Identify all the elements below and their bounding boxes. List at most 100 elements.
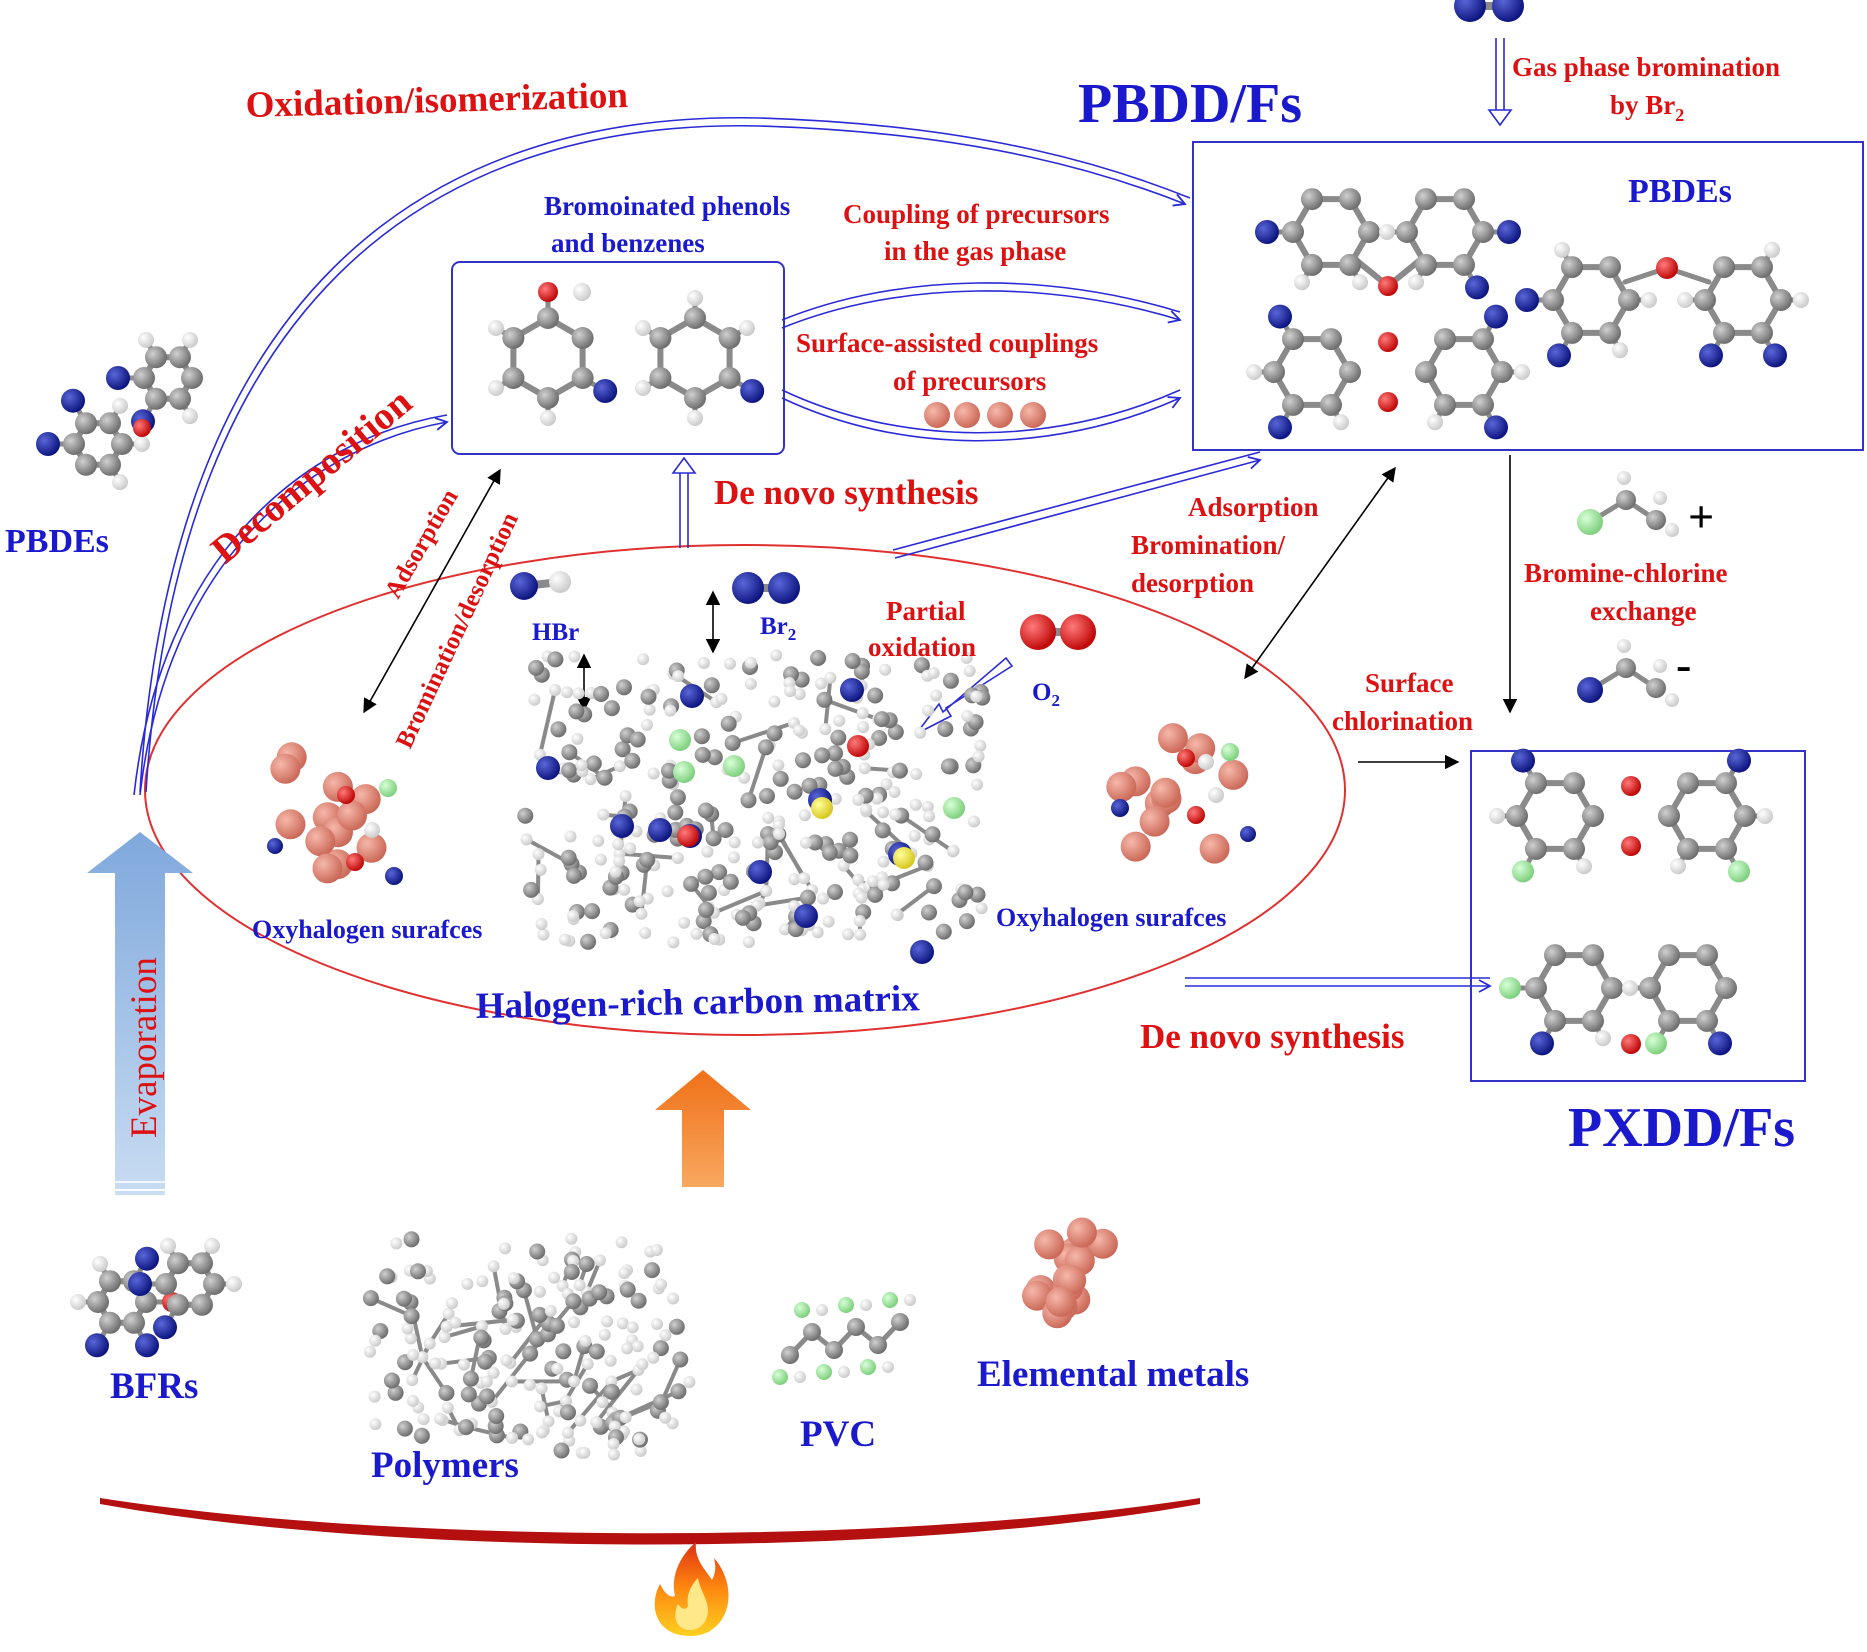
oxidation-isomerization-label: Oxidation/isomerization (245, 75, 629, 126)
atom-o (1378, 332, 1398, 352)
surface-chlorination-label-1: Surface (1365, 668, 1453, 698)
atom-c (698, 902, 714, 918)
atom-c (718, 822, 734, 838)
atom-h (402, 1323, 414, 1335)
atom-h (745, 678, 757, 690)
atom-h (644, 704, 656, 716)
atom-h (573, 283, 591, 301)
atom-c (458, 1419, 474, 1435)
pbdes-box-label: PBDEs (1628, 173, 1732, 210)
atom-m (1034, 1229, 1064, 1259)
atom-c (1646, 510, 1666, 530)
atom-c (99, 1270, 121, 1292)
atom-h (1489, 808, 1505, 824)
atom-br (135, 1333, 159, 1357)
atom-c (719, 327, 741, 349)
atom-h (687, 410, 703, 426)
atom-h (613, 855, 625, 867)
atom-c (1582, 1010, 1604, 1032)
atom-h (592, 835, 604, 847)
atom-h (964, 665, 976, 677)
atom-h (549, 571, 571, 593)
atom-o (1177, 749, 1195, 767)
atom-m (924, 402, 950, 428)
atom-h (877, 806, 889, 818)
atom-h (599, 1329, 611, 1341)
atom-h (833, 715, 845, 727)
atom-h (534, 1286, 546, 1298)
atom-h (70, 1294, 86, 1310)
atom-h (545, 1305, 557, 1317)
atom-o (1020, 614, 1056, 650)
atom-h (578, 1447, 590, 1459)
atom-h (842, 928, 854, 940)
atom-o (1378, 276, 1398, 296)
atom-h (1246, 364, 1262, 380)
atom-h (508, 1272, 520, 1284)
atom-h (910, 768, 922, 780)
atom-h (856, 892, 868, 904)
atom-h (948, 845, 960, 857)
atom-m (1150, 778, 1180, 808)
de-novo-up-arrow-head (673, 458, 695, 473)
atom-o (346, 853, 364, 871)
atom-h (974, 740, 986, 752)
atom-h (1764, 242, 1780, 258)
gas-bromination-label-1: Gas phase bromination (1512, 52, 1780, 82)
atom-c (695, 747, 711, 763)
atom-h (595, 854, 607, 866)
atom-h (524, 1379, 536, 1391)
atom-h (1665, 693, 1679, 707)
atom-h (576, 759, 588, 771)
atom-h (540, 410, 556, 426)
atom-br (1515, 288, 1539, 312)
atom-c (874, 711, 890, 727)
atom-h (1554, 242, 1570, 258)
atom-c (591, 1284, 607, 1300)
atom-c (1320, 394, 1342, 416)
atom-h (434, 1413, 446, 1425)
atom-c (1599, 322, 1621, 344)
atom-c (488, 1408, 504, 1424)
atom-br (106, 366, 130, 390)
atom-br (1268, 415, 1292, 439)
atom-h (647, 1352, 659, 1364)
atom-h (568, 651, 580, 663)
atom-h (608, 1449, 620, 1461)
atom-c (719, 367, 741, 389)
atom-h (1641, 292, 1657, 308)
plus-sign: + (1688, 491, 1714, 542)
atom-h (536, 918, 548, 930)
atom-h (798, 872, 810, 884)
atom-h (536, 1427, 548, 1439)
atom-h (1333, 414, 1349, 430)
atom-h (973, 750, 985, 762)
de-novo-bottom-label: De novo synthesis (1140, 1017, 1404, 1056)
atom-c (1713, 322, 1735, 344)
atom-h (1617, 471, 1631, 485)
atom-cl (882, 1292, 898, 1308)
atom-br (1511, 749, 1535, 773)
atom-h (506, 1432, 518, 1444)
atom-c (827, 884, 843, 900)
atom-c (867, 688, 883, 704)
atom-h (548, 1272, 560, 1284)
atom-h (854, 929, 866, 941)
atom-cl (838, 1297, 854, 1313)
atom-br (593, 379, 617, 403)
atom-c (891, 1313, 909, 1331)
atom-c (1453, 188, 1475, 210)
atom-c (616, 679, 632, 695)
evaporation-label: Evaporation (124, 957, 165, 1138)
partial-oxidation-label-1: Partial (886, 596, 966, 626)
atom-br (610, 814, 634, 838)
atom-h (618, 884, 630, 896)
atom-h (620, 790, 632, 802)
pbdd-fs-title: PBDD/Fs (1078, 73, 1302, 135)
atom-br (85, 1333, 109, 1357)
atom-c (593, 686, 609, 702)
surface-chlorination-label-2: chlorination (1332, 706, 1473, 736)
atom-h (639, 927, 651, 939)
atom-h (745, 657, 757, 669)
atom-c (795, 752, 811, 768)
